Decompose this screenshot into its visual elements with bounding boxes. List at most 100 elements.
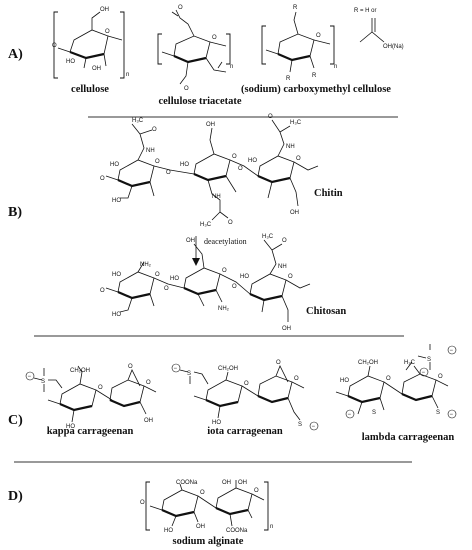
iota-carrageenan-structure: − S CH₂OH O O O HO S − iota carrageenan [171, 360, 319, 437]
ho-label: HO [110, 162, 119, 168]
section-b: B) H₃C O NH HO O O O HO OH HO O NH H₃C [8, 114, 346, 332]
chain-oxygen: O [100, 176, 105, 182]
chain-oxygen: O [100, 288, 105, 294]
sulfur-label: S [372, 410, 376, 416]
carbonyl-oxygen: O [282, 238, 287, 244]
section-a: A) OH O O HO OH n cellulose O O n O [8, 5, 404, 107]
oh-label: OH [144, 418, 153, 424]
bracket-left [261, 25, 266, 65]
nh-label: NH [212, 194, 221, 200]
negative-charge [309, 421, 319, 431]
ho-label: HO [164, 528, 173, 534]
oh-label: OH [186, 238, 195, 244]
ring-oxygen: O [105, 29, 110, 35]
kappa-carrageenan-name: kappa carrageenan [47, 426, 134, 437]
cellulose-triacetate-name: cellulose triacetate [158, 96, 241, 107]
ring-oxygen: O [438, 374, 443, 380]
oh-label: OH [92, 66, 101, 72]
svg-text:−: − [450, 412, 454, 418]
chitin-name: Chitin [314, 188, 343, 199]
r-definition: R = H or [354, 8, 377, 14]
svg-text:−: − [174, 366, 178, 372]
glycosidic-oxygen: O [238, 166, 243, 172]
negative-charge [419, 367, 429, 377]
sulfate-group [33, 368, 63, 392]
repeat-n: n [334, 64, 337, 70]
nh-label: NH [278, 264, 287, 270]
ho-label: HO [248, 158, 257, 164]
carbonyl-oxygen: O [152, 127, 157, 133]
oh-label: OH [196, 524, 205, 530]
h3c-label: H₃C [290, 120, 302, 126]
glycosidic-oxygen: O [232, 284, 237, 290]
glycosidic-oxygen: O [166, 170, 171, 176]
bracket-left [145, 481, 150, 531]
sulfate-group [179, 369, 209, 385]
negative-charge [25, 371, 35, 381]
ring-oxygen: O [155, 272, 160, 278]
ch2oh-label: CH₂OH [218, 366, 238, 372]
iota-carrageenan-name: iota carrageenan [207, 426, 283, 437]
bridge-oxygen: O [276, 360, 281, 366]
coona-label: COONa [226, 528, 248, 534]
ho-label: HO [170, 276, 179, 282]
repeat-n: n [230, 64, 233, 70]
coona-label: COONa [176, 480, 198, 486]
ring-oxygen: O [296, 156, 301, 162]
kappa-carrageenan-structure: − S CH₂OH O O O HO OH kappa carrageenan [25, 364, 157, 437]
oh-label: OH [290, 210, 299, 216]
section-c-label: C) [8, 413, 23, 428]
svg-text:−: − [348, 412, 352, 418]
ho-label: HO [180, 162, 189, 168]
ho-label: HO [240, 274, 249, 280]
negative-charge [171, 363, 181, 373]
ch2oh-label: CH₂OH [70, 368, 90, 374]
h3c-label: H₃C [200, 222, 212, 228]
bracket-right [264, 481, 269, 531]
sulfur-label: S [298, 422, 302, 428]
negative-charge [345, 409, 355, 419]
bracket-left [157, 33, 162, 65]
sodium-alginate-structure: COONa O OH OH O O HO OH COONa n sodium a… [140, 480, 273, 547]
carbonyl-oxygen: O [228, 220, 233, 226]
ch2oh-label: CH₂OH [358, 360, 378, 366]
cellulose-triacetate-structure: O O n O cellulose triacetate [157, 5, 242, 107]
ho-label: HO [112, 312, 121, 318]
glycosidic-oxygen: O [164, 286, 169, 292]
section-a-label: A) [8, 47, 23, 62]
bracket-right [226, 33, 231, 65]
ho-label: HO [212, 420, 221, 426]
chitosan-name: Chitosan [306, 306, 346, 317]
carbonyl-oxygen: O [184, 86, 189, 92]
oh-label: OH [282, 326, 291, 332]
section-d-label: D) [8, 489, 23, 504]
sulfur-label: S [427, 357, 431, 363]
ring-oxygen: O [200, 490, 205, 496]
h3c-label: H₃C [262, 234, 274, 240]
r-group: R [286, 76, 291, 82]
deacetylation-arrow: deacetylation [192, 236, 247, 266]
negative-charge [447, 409, 457, 419]
nh-label: NH [146, 148, 155, 154]
ring-oxygen: O [294, 376, 299, 382]
bracket-left [53, 11, 58, 79]
carbonyl-oxygen: O [268, 114, 273, 120]
repeat-n: n [270, 524, 273, 530]
carbonyl-oxygen: O [178, 5, 183, 11]
sulfur-label: S [187, 371, 191, 377]
glycosidic-oxygen: O [52, 43, 57, 49]
section-c: C) − S CH₂OH O O O HO OH kappa carrageen… [8, 344, 457, 443]
oh-label: OH [100, 7, 109, 13]
ring-oxygen: O [212, 35, 217, 41]
ring-oxygen: O [288, 274, 293, 280]
carboxymethyl-cellulose-structure: R O R R n R = H or OH(Na) (sodium) carbo… [241, 5, 404, 95]
ring-oxygen: O [146, 380, 151, 386]
h3c-label: H₃C [132, 118, 144, 124]
svg-text:−: − [312, 424, 316, 430]
ring-oxygen: O [155, 159, 160, 165]
nh-label: NH [286, 144, 295, 150]
ho-label: HO [66, 424, 75, 430]
ring-oxygen: O [244, 381, 249, 387]
deacetylation-label: deacetylation [204, 237, 247, 246]
lambda-carrageenan-structure: − − S CH₂OH H₂C HO O O S S − − lambda ca… [335, 344, 457, 443]
